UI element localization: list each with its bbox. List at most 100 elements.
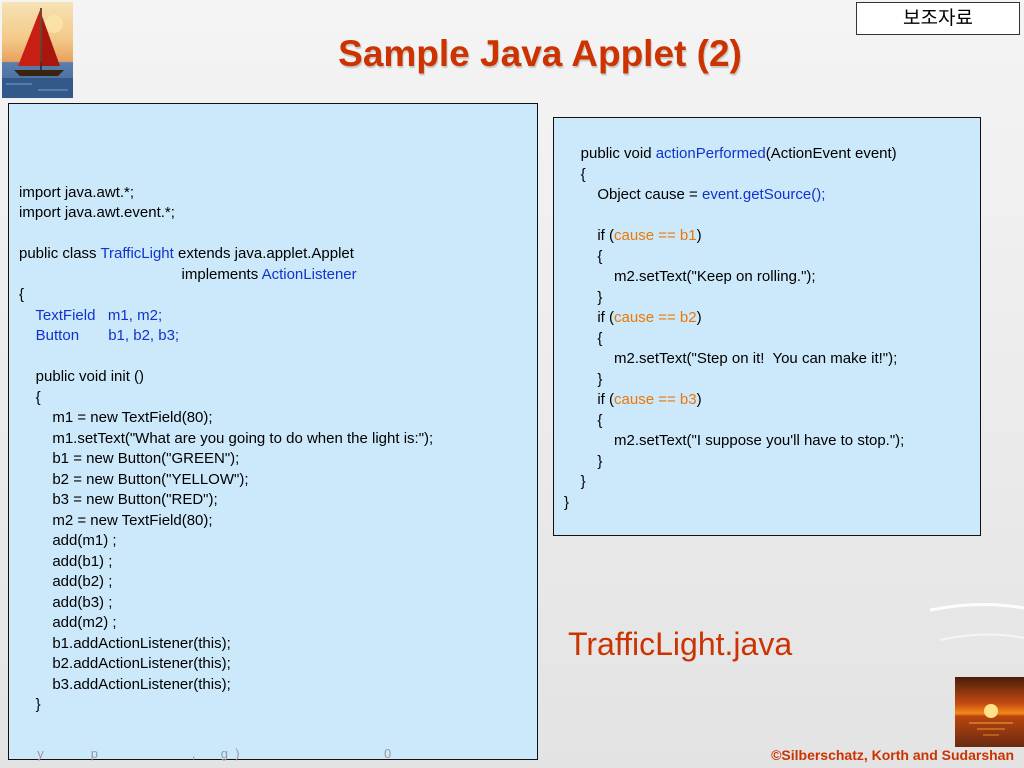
code-line: m2.setText("Step on it! You can make it!… <box>564 349 980 370</box>
code-token: if ( <box>564 391 615 408</box>
material-tag-label: 보조자료 <box>856 2 1020 35</box>
code-line: } <box>564 288 980 309</box>
code-line: } <box>19 695 537 716</box>
code-token: public class <box>19 245 101 262</box>
code-token: cause == b2 <box>614 309 697 326</box>
code-token: actionPerformed <box>655 145 766 162</box>
code-token: b1 = new Button("GREEN"); <box>19 450 240 467</box>
code-token: ) <box>696 227 702 244</box>
code-token: TextField m1, m2; <box>35 306 163 324</box>
code-token: m1 = new TextField(80); <box>19 409 213 426</box>
code-token: b1.addActionListener(this); <box>19 634 231 652</box>
code-line: if (cause == b3) <box>564 390 980 411</box>
code-line <box>19 347 537 368</box>
code-token: m2.setText("I suppose you'll have to sto… <box>564 432 905 449</box>
code-token: public void init () <box>19 368 145 385</box>
code-line: public void init () <box>19 367 537 388</box>
code-line: add(m1) ; <box>19 531 537 552</box>
code-line: b1 = new Button("GREEN"); <box>19 449 537 470</box>
code-token <box>19 307 35 324</box>
code-token: add(m2) ; <box>19 614 117 631</box>
code-line: add(b1) ; <box>19 552 537 573</box>
code-line: } <box>564 472 980 493</box>
code-token: b3 = new Button("RED"); <box>19 491 218 508</box>
code-token: add(b2) ; <box>19 573 113 590</box>
code-line <box>19 224 537 245</box>
code-line: m2.setText("Keep on rolling."); <box>564 267 980 288</box>
code-line: add(b2) ; <box>19 572 537 593</box>
code-line: m1 = new TextField(80); <box>19 408 537 429</box>
code-token: { <box>564 247 603 265</box>
code-line: { <box>564 247 980 268</box>
code-token: ActionListener <box>261 265 357 283</box>
code-token: if ( <box>564 227 615 244</box>
code-token: { <box>564 411 603 429</box>
code-line: import java.awt.event.*; <box>19 203 537 224</box>
code-line: { <box>19 285 537 306</box>
code-token: event.getSource(); <box>701 186 826 203</box>
code-line: public class TrafficLight extends java.a… <box>19 244 537 265</box>
code-line: b3 = new Button("RED"); <box>19 490 537 511</box>
code-token: } <box>564 288 603 306</box>
right-code-box: public void actionPerformed(ActionEvent … <box>553 117 981 536</box>
code-token: } <box>564 452 603 470</box>
code-line: import java.awt.*; <box>19 183 537 204</box>
code-token: (ActionEvent event) <box>765 145 897 162</box>
code-token: add(m1) ; <box>19 532 117 549</box>
code-token: import java.awt.*; <box>19 183 135 201</box>
code-line: } <box>564 493 980 514</box>
code-token: ) <box>696 391 702 408</box>
footer-left-text: y p , g ) 0 <box>12 746 392 761</box>
code-token: add(b3) ; <box>19 593 113 611</box>
code-token: cause == b1 <box>614 227 697 244</box>
code-token: { <box>19 286 25 303</box>
code-line: m2 = new TextField(80); <box>19 511 537 532</box>
code-line: b3.addActionListener(this); <box>19 675 537 696</box>
left-code-box: import java.awt.*; import java.awt.event.… <box>8 103 538 760</box>
code-line: Object cause = event.getSource(); <box>564 185 980 206</box>
code-line: { <box>564 329 980 350</box>
code-token: b2.addActionListener(this); <box>19 655 231 672</box>
code-token <box>19 327 36 344</box>
code-token: cause == b3 <box>614 391 697 408</box>
sunset-image-icon <box>955 677 1024 747</box>
code-line: implements ActionListener <box>19 265 537 286</box>
code-line: { <box>564 411 980 432</box>
code-token: { <box>564 329 603 347</box>
code-line: public void actionPerformed(ActionEvent … <box>564 144 980 165</box>
code-line: Button b1, b2, b3; <box>19 326 537 347</box>
code-token: m1.setText("What are you going to do whe… <box>19 429 434 447</box>
code-token: implements <box>19 265 262 283</box>
code-line: } <box>564 452 980 473</box>
code-line: m1.setText("What are you going to do whe… <box>19 429 537 450</box>
code-line <box>19 162 537 183</box>
page-title: Sample Java Applet (2) <box>338 33 742 74</box>
code-line <box>564 206 980 227</box>
code-line: m2.setText("I suppose you'll have to sto… <box>564 431 980 452</box>
code-line: add(b3) ; <box>19 593 537 614</box>
filename-label: TrafficLight.java <box>568 626 793 662</box>
code-token: extends java.applet.Applet <box>173 245 354 262</box>
code-token: } <box>564 493 570 511</box>
code-line: b2 = new Button("YELLOW"); <box>19 470 537 491</box>
code-token: m2 = new TextField(80); <box>19 511 213 529</box>
code-token: m2.setText("Keep on rolling."); <box>564 268 816 285</box>
code-line: { <box>564 165 980 186</box>
code-token: Object cause = <box>564 186 702 203</box>
code-line: b2.addActionListener(this); <box>19 654 537 675</box>
code-line: } <box>564 370 980 391</box>
code-token: } <box>19 696 41 713</box>
code-line: if (cause == b1) <box>564 226 980 247</box>
code-line: b1.addActionListener(this); <box>19 634 537 655</box>
code-token: TrafficLight <box>100 245 174 262</box>
code-token: import java.awt.event.*; <box>19 204 175 221</box>
code-token: if ( <box>564 309 615 326</box>
code-token: Button b1, b2, b3; <box>35 327 180 344</box>
code-token: { <box>564 165 586 183</box>
footer-copyright: ©Silberschatz, Korth and Sudarshan <box>771 747 1014 763</box>
code-token: } <box>564 370 603 388</box>
decorative-swoosh <box>930 602 1024 641</box>
sailboat-logo-icon <box>2 2 73 98</box>
code-token: b2 = new Button("YELLOW"); <box>19 470 249 488</box>
code-line: add(m2) ; <box>19 613 537 634</box>
